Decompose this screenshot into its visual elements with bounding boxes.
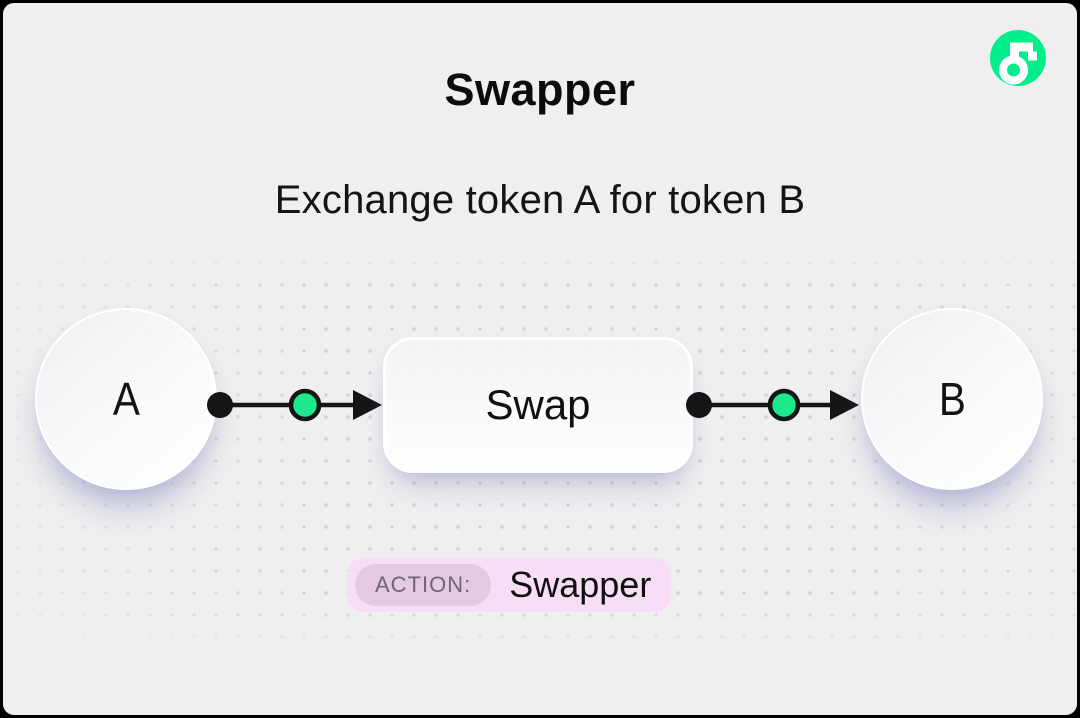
page-title: Swapper (444, 64, 636, 115)
page-subtitle: Exchange token A for token B (274, 178, 806, 222)
flow-logo-icon (990, 30, 1046, 86)
node-token-a-label: A (112, 373, 140, 425)
action-badge-value: Swapper (509, 564, 652, 605)
node-token-a: A (35, 308, 217, 490)
token-dot-icon (288, 388, 322, 422)
edge-swap-to-b (686, 388, 859, 422)
node-token-b-label: B (938, 373, 966, 425)
arrowhead-icon (830, 390, 859, 420)
node-token-b: B (861, 308, 1043, 490)
arrowhead-icon (353, 390, 382, 420)
edge-start-dot (207, 392, 233, 418)
edge-a-to-swap (207, 388, 382, 422)
action-badge: ACTION: Swapper (347, 558, 672, 612)
node-swap-label: Swap (485, 381, 591, 428)
token-dot-icon (767, 388, 801, 422)
action-badge-label: ACTION: (355, 564, 492, 606)
edge-start-dot (686, 392, 712, 418)
node-swap: Swap (383, 337, 693, 473)
